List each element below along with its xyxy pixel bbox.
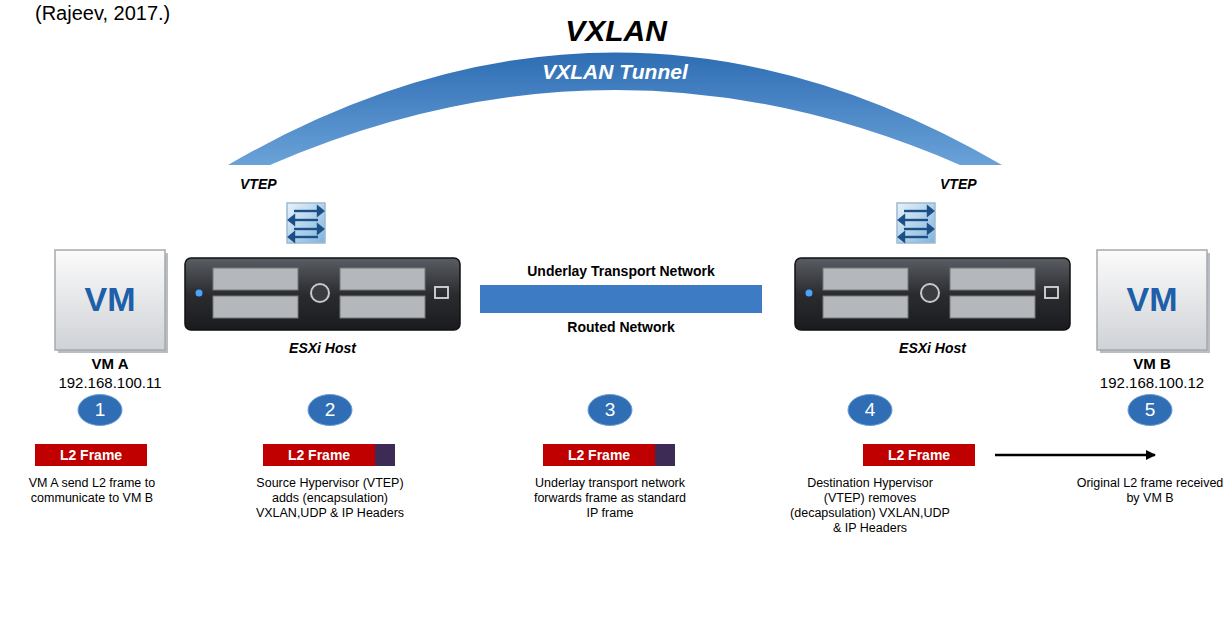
node-label: L2 Frame: [35, 447, 147, 463]
l2-frame: L2 Frame: [863, 444, 975, 466]
node-sublabel: VM B: [1057, 355, 1232, 372]
node-label: ESXi Host: [225, 340, 420, 356]
step-description: Source Hypervisor (VTEP) adds (encapsula…: [250, 476, 410, 521]
node-label: 2: [307, 399, 353, 421]
vm-box: VMVM A192.168.100.11: [55, 250, 165, 350]
vtep-label: VTEP: [940, 176, 977, 192]
l2-frame: L2 Frame: [263, 444, 395, 466]
node-sublabel: 192.168.100.11: [15, 374, 205, 391]
host-server: ESXi Host: [185, 258, 460, 330]
step-circle: 5: [1127, 394, 1173, 426]
step-description: VM A send L2 frame to communicate to VM …: [12, 476, 172, 506]
host-server: ESXi Host: [795, 258, 1070, 330]
diagram-title: VXLAN: [416, 14, 816, 48]
vm-box: VMVM B192.168.100.12: [1097, 250, 1207, 350]
tunnel-arc: [220, 40, 1010, 170]
l2-frame: L2 Frame: [543, 444, 675, 466]
node-label: VXLAN Tunnel: [220, 60, 1010, 84]
flow-arrow: [995, 454, 1155, 457]
underlay-band: Underlay Transport NetworkRouted Network: [480, 258, 762, 338]
node-label: Underlay Transport Network: [460, 263, 782, 279]
tunnel-band: VXLAN Tunnel: [220, 40, 1010, 170]
step-circle: 1: [77, 394, 123, 426]
step-description: Original L2 frame received by VM B: [1070, 476, 1230, 506]
node-label: VM: [55, 280, 165, 319]
citation: (Rajeev, 2017.): [35, 2, 170, 25]
step-description: Destination Hypervisor (VTEP) removes (d…: [790, 476, 950, 536]
switch-icon: [897, 203, 935, 243]
node-label: L2 Frame: [543, 447, 655, 463]
node-label: 1: [77, 399, 123, 421]
l2-frame: L2 Frame: [35, 444, 147, 466]
node-sublabel: VM A: [15, 355, 205, 372]
node-label: VM: [1097, 280, 1207, 319]
step-circle: 3: [587, 394, 633, 426]
server-icon: [795, 258, 1070, 330]
step-circle: 2: [307, 394, 353, 426]
node-label: L2 Frame: [863, 447, 975, 463]
node-label: L2 Frame: [263, 447, 375, 463]
node-label: 4: [847, 399, 893, 421]
node-label: ESXi Host: [835, 340, 1030, 356]
switch-icon: [287, 203, 325, 243]
node-label: 5: [1127, 399, 1173, 421]
step-description: Underlay transport network forwards fram…: [530, 476, 690, 521]
vtep-label: VTEP: [240, 176, 277, 192]
node-sublabel: Routed Network: [460, 319, 782, 335]
step-circle: 4: [847, 394, 893, 426]
node-sublabel: 192.168.100.12: [1057, 374, 1232, 391]
server-icon: [185, 258, 460, 330]
node-label: 3: [587, 399, 633, 421]
